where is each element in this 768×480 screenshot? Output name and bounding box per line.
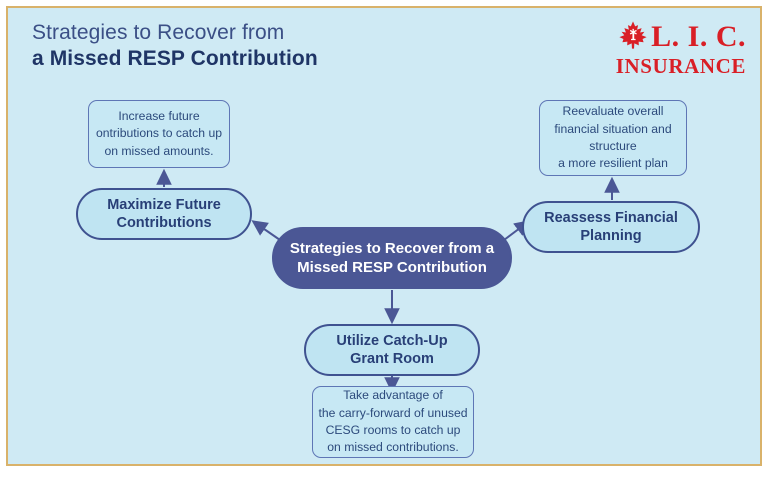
detail-box-reassess-financial-planning: Reevaluate overall financial situation a…: [539, 100, 687, 176]
logo-text-insurance: INSURANCE: [615, 54, 746, 78]
connector-hub-to-maximize: [251, 220, 281, 241]
node-label-line1: Maximize Future: [107, 196, 221, 213]
detail-line: Take advantage of: [343, 388, 443, 403]
node-utilize-catch-up-grant-room[interactable]: Utilize Catch-Up Grant Room: [304, 324, 480, 376]
node-central-hub[interactable]: Strategies to Recover from a Missed RESP…: [272, 227, 512, 289]
detail-line: on missed contributions.: [327, 440, 459, 455]
node-label: Maximize Future Contributions: [107, 196, 221, 232]
detail-box-text: Increase future ontributions to catch up…: [96, 108, 222, 160]
poster-frame: Strategies to Recover from a Missed RESP…: [6, 6, 762, 466]
detail-line: financial situation and: [554, 121, 672, 136]
detail-box-text: Take advantage of the carry-forward of u…: [318, 387, 467, 456]
detail-line: a more resilient plan: [558, 156, 668, 171]
node-maximize-future-contributions[interactable]: Maximize Future Contributions: [76, 188, 252, 240]
node-label: Utilize Catch-Up Grant Room: [336, 332, 447, 368]
page-title: Strategies to Recover from a Missed RESP…: [32, 20, 318, 71]
logo-text-lic: L. I. C.: [651, 20, 746, 53]
logo-primary-row: L. I. C.: [616, 20, 746, 54]
page-title-line1: Strategies to Recover from: [32, 21, 285, 44]
node-label-line1: Utilize Catch-Up: [336, 332, 448, 349]
brand-logo: L. I. C. INSURANCE: [616, 20, 746, 77]
detail-line: the carry-forward of unused: [318, 405, 468, 420]
node-label: Reassess Financial Planning: [544, 209, 678, 245]
node-label-line2: Grant Room: [350, 351, 434, 367]
hub-label: Strategies to Recover from a Missed RESP…: [290, 239, 494, 278]
detail-line: Reevaluate overall: [562, 104, 664, 119]
hub-label-line1: Strategies to Recover from a: [289, 239, 495, 257]
diagram-connectors: [156, 168, 620, 394]
node-label-line2: Planning: [580, 228, 642, 244]
node-reassess-financial-planning[interactable]: Reassess Financial Planning: [522, 201, 700, 253]
page-title-line2: a Missed RESP Contribution: [32, 46, 318, 70]
detail-line: CESG rooms to catch up: [325, 423, 461, 437]
node-label-line1: Reassess Financial: [544, 209, 678, 226]
detail-line: structure: [589, 139, 637, 153]
detail-line: on missed amounts.: [104, 143, 214, 158]
detail-box-text: Reevaluate overall financial situation a…: [554, 103, 671, 172]
node-label-line2: Contributions: [116, 215, 212, 231]
detail-box-maximize-future-contributions: Increase future ontributions to catch up…: [88, 100, 230, 168]
detail-line: ontributions to catch up: [95, 126, 223, 141]
detail-line: Increase future: [118, 109, 200, 123]
maple-leaf-icon: [618, 20, 648, 54]
detail-box-utilize-catch-up-grant-room: Take advantage of the carry-forward of u…: [312, 386, 474, 458]
hub-label-line2: Missed RESP Contribution: [297, 259, 487, 276]
